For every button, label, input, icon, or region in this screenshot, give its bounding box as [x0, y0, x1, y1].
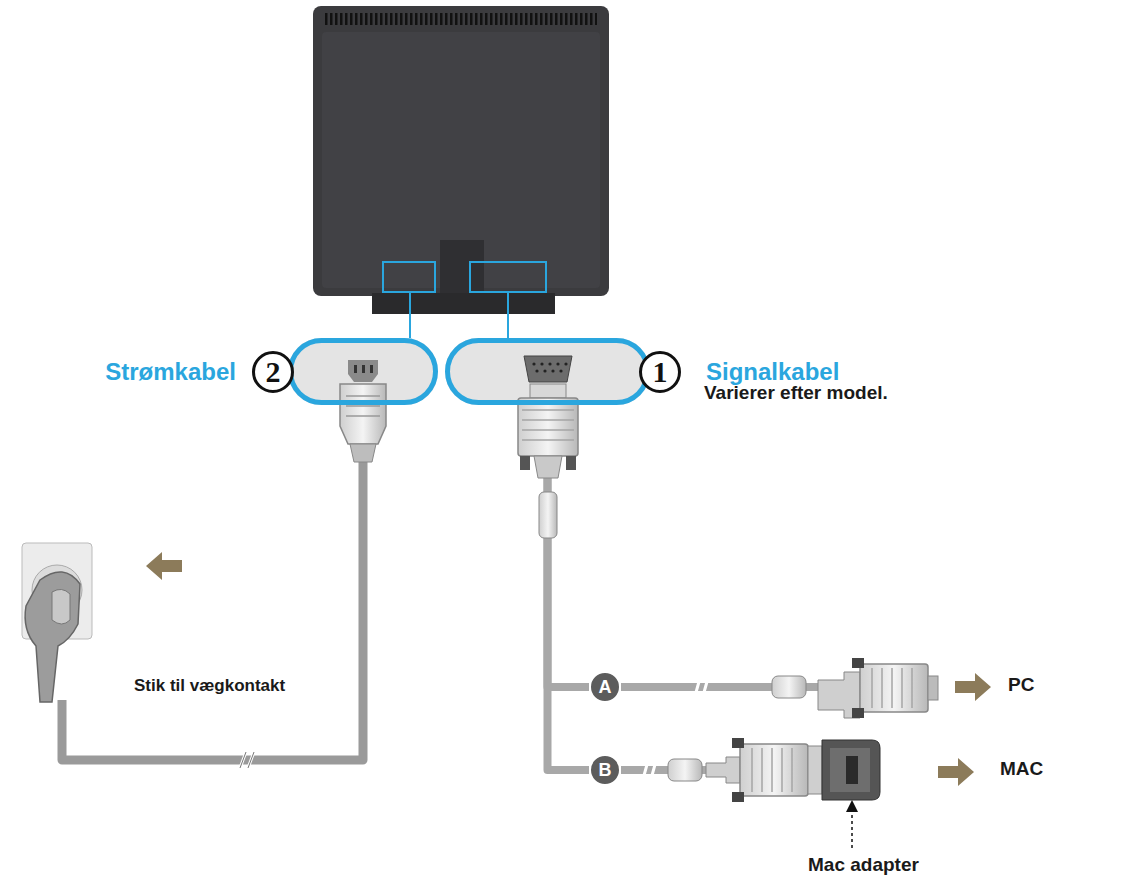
note-text: Varierer efter model.: [704, 382, 888, 404]
part-label: Stik til vægkontakt: [134, 676, 285, 696]
part-label: MAC: [1000, 758, 1043, 780]
cable-letter: B: [599, 761, 612, 779]
cable-heading: Strømkabel: [105, 358, 236, 386]
callout-ground: [445, 338, 650, 405]
part-label: PC: [1008, 674, 1034, 696]
signal-cable: [518, 356, 991, 848]
part-label: Mac adapter: [808, 854, 919, 876]
callout-oval: Strømkabel2: [288, 338, 438, 405]
cable-heading: Signalkabel: [706, 358, 839, 386]
callout-number: 2: [252, 351, 294, 393]
cable-badge: B: [589, 754, 621, 786]
callout-number: 1: [639, 351, 681, 393]
cable-badge: A: [589, 671, 621, 703]
callout-oval: 1Signalkabel: [445, 338, 650, 405]
monitor-back: [313, 6, 609, 338]
power-cord: [22, 360, 386, 768]
cable-letter: A: [599, 678, 612, 696]
